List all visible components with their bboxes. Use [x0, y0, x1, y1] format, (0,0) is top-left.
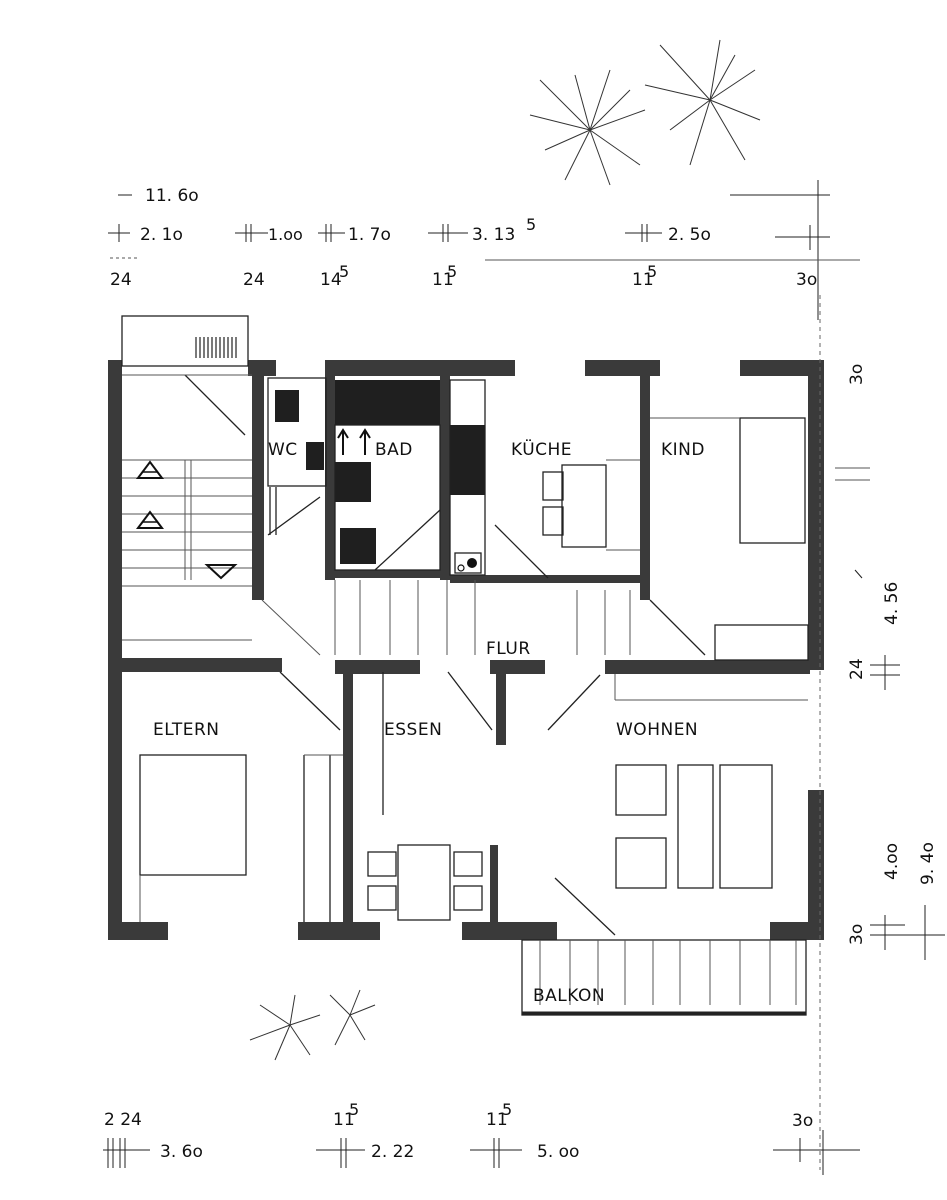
tree-sketch-bottom: [249, 989, 376, 1061]
dimension-chain-right: 3o 4. 56 24 4.oo 9. 4o 3o: [819, 295, 945, 1170]
dim-bottom-2: 2. 22: [371, 1142, 414, 1162]
room-label-wc: WC: [268, 440, 298, 460]
dim-bottom-1: 3. 6o: [160, 1142, 203, 1162]
dim-bottom-wall-3: 11: [486, 1110, 508, 1130]
room-labels: WC BAD KÜCHE KIND FLUR ELTERN ESSEN WOHN…: [153, 438, 705, 1006]
dim-top-wall-5-superscript: 5: [647, 262, 657, 281]
dim-top-wall-4: 11: [432, 270, 454, 290]
dim-bottom-wall-3-superscript: 5: [502, 1100, 512, 1119]
staircase: [121, 315, 252, 641]
bathroom-fixtures: [334, 380, 441, 571]
balcony: [521, 939, 807, 1016]
room-label-kueche: KÜCHE: [511, 438, 572, 460]
dim-top-wall-1: 24: [110, 270, 132, 290]
tree-sketch-top-right: [644, 39, 761, 166]
dimension-chain-bottom: 2 24 3. 6o 11 5 2. 22 11 5 5. oo 3o: [103, 1100, 860, 1175]
dim-bottom-3: 5. oo: [537, 1142, 579, 1162]
bedroom-fixtures: [139, 671, 343, 922]
dim-top-4: 3. 13: [472, 225, 515, 245]
room-label-balkon: BALKON: [533, 986, 605, 1006]
room-label-essen: ESSEN: [384, 720, 442, 740]
dim-right-bottom-wall: 3o: [847, 924, 867, 945]
room-label-flur: FLUR: [486, 639, 531, 659]
dim-right-total: 9. 4o: [918, 842, 938, 885]
dim-bottom-wall-4: 3o: [792, 1111, 813, 1131]
walls: [108, 360, 824, 940]
dim-top-5: 2. 5o: [668, 225, 711, 245]
dim-top-wall-5: 11: [632, 270, 654, 290]
dim-bottom-wall-2-superscript: 5: [349, 1100, 359, 1119]
dining-fixtures: [367, 671, 493, 921]
dim-top-wall-6: 3o: [796, 270, 817, 290]
dim-top-3: 1. 7o: [348, 225, 391, 245]
dim-right-upper: 4. 56: [882, 582, 902, 625]
dim-bottom-wall-2: 11: [333, 1110, 355, 1130]
wc-fixtures: [261, 377, 327, 656]
dim-top-wall-3-superscript: 5: [339, 262, 349, 281]
dim-top-wall-4-superscript: 5: [447, 262, 457, 281]
living-fixtures: [547, 674, 808, 936]
dim-top-wall-3: 14: [320, 270, 342, 290]
dim-top-2: 1.oo: [268, 225, 303, 244]
kitchen-fixtures: [449, 379, 640, 579]
kids-room-fixtures: [649, 417, 870, 661]
dim-right-mid-wall: 24: [847, 658, 867, 680]
dim-top-4-superscript: 5: [526, 215, 536, 234]
room-label-wohnen: WOHNEN: [616, 720, 698, 740]
dimension-chain-top: 11. 6o 2. 1o 1.oo 1. 7o 3. 13 5 2. 5o 24…: [108, 180, 860, 320]
dim-top-total: 11. 6o: [145, 186, 199, 206]
room-label-bad: BAD: [375, 440, 413, 460]
dim-top-wall-2: 24: [243, 270, 265, 290]
dim-bottom-wall-1: 2 24: [104, 1110, 142, 1130]
hall-fixtures: [334, 580, 631, 655]
dim-top-1: 2. 1o: [140, 225, 183, 245]
dim-right-lower: 4.oo: [882, 843, 902, 880]
room-label-eltern: ELTERN: [153, 720, 220, 740]
dim-right-top-wall: 3o: [847, 364, 867, 385]
room-label-kind: KIND: [661, 440, 705, 460]
tree-sketch-top-left: [529, 69, 646, 186]
